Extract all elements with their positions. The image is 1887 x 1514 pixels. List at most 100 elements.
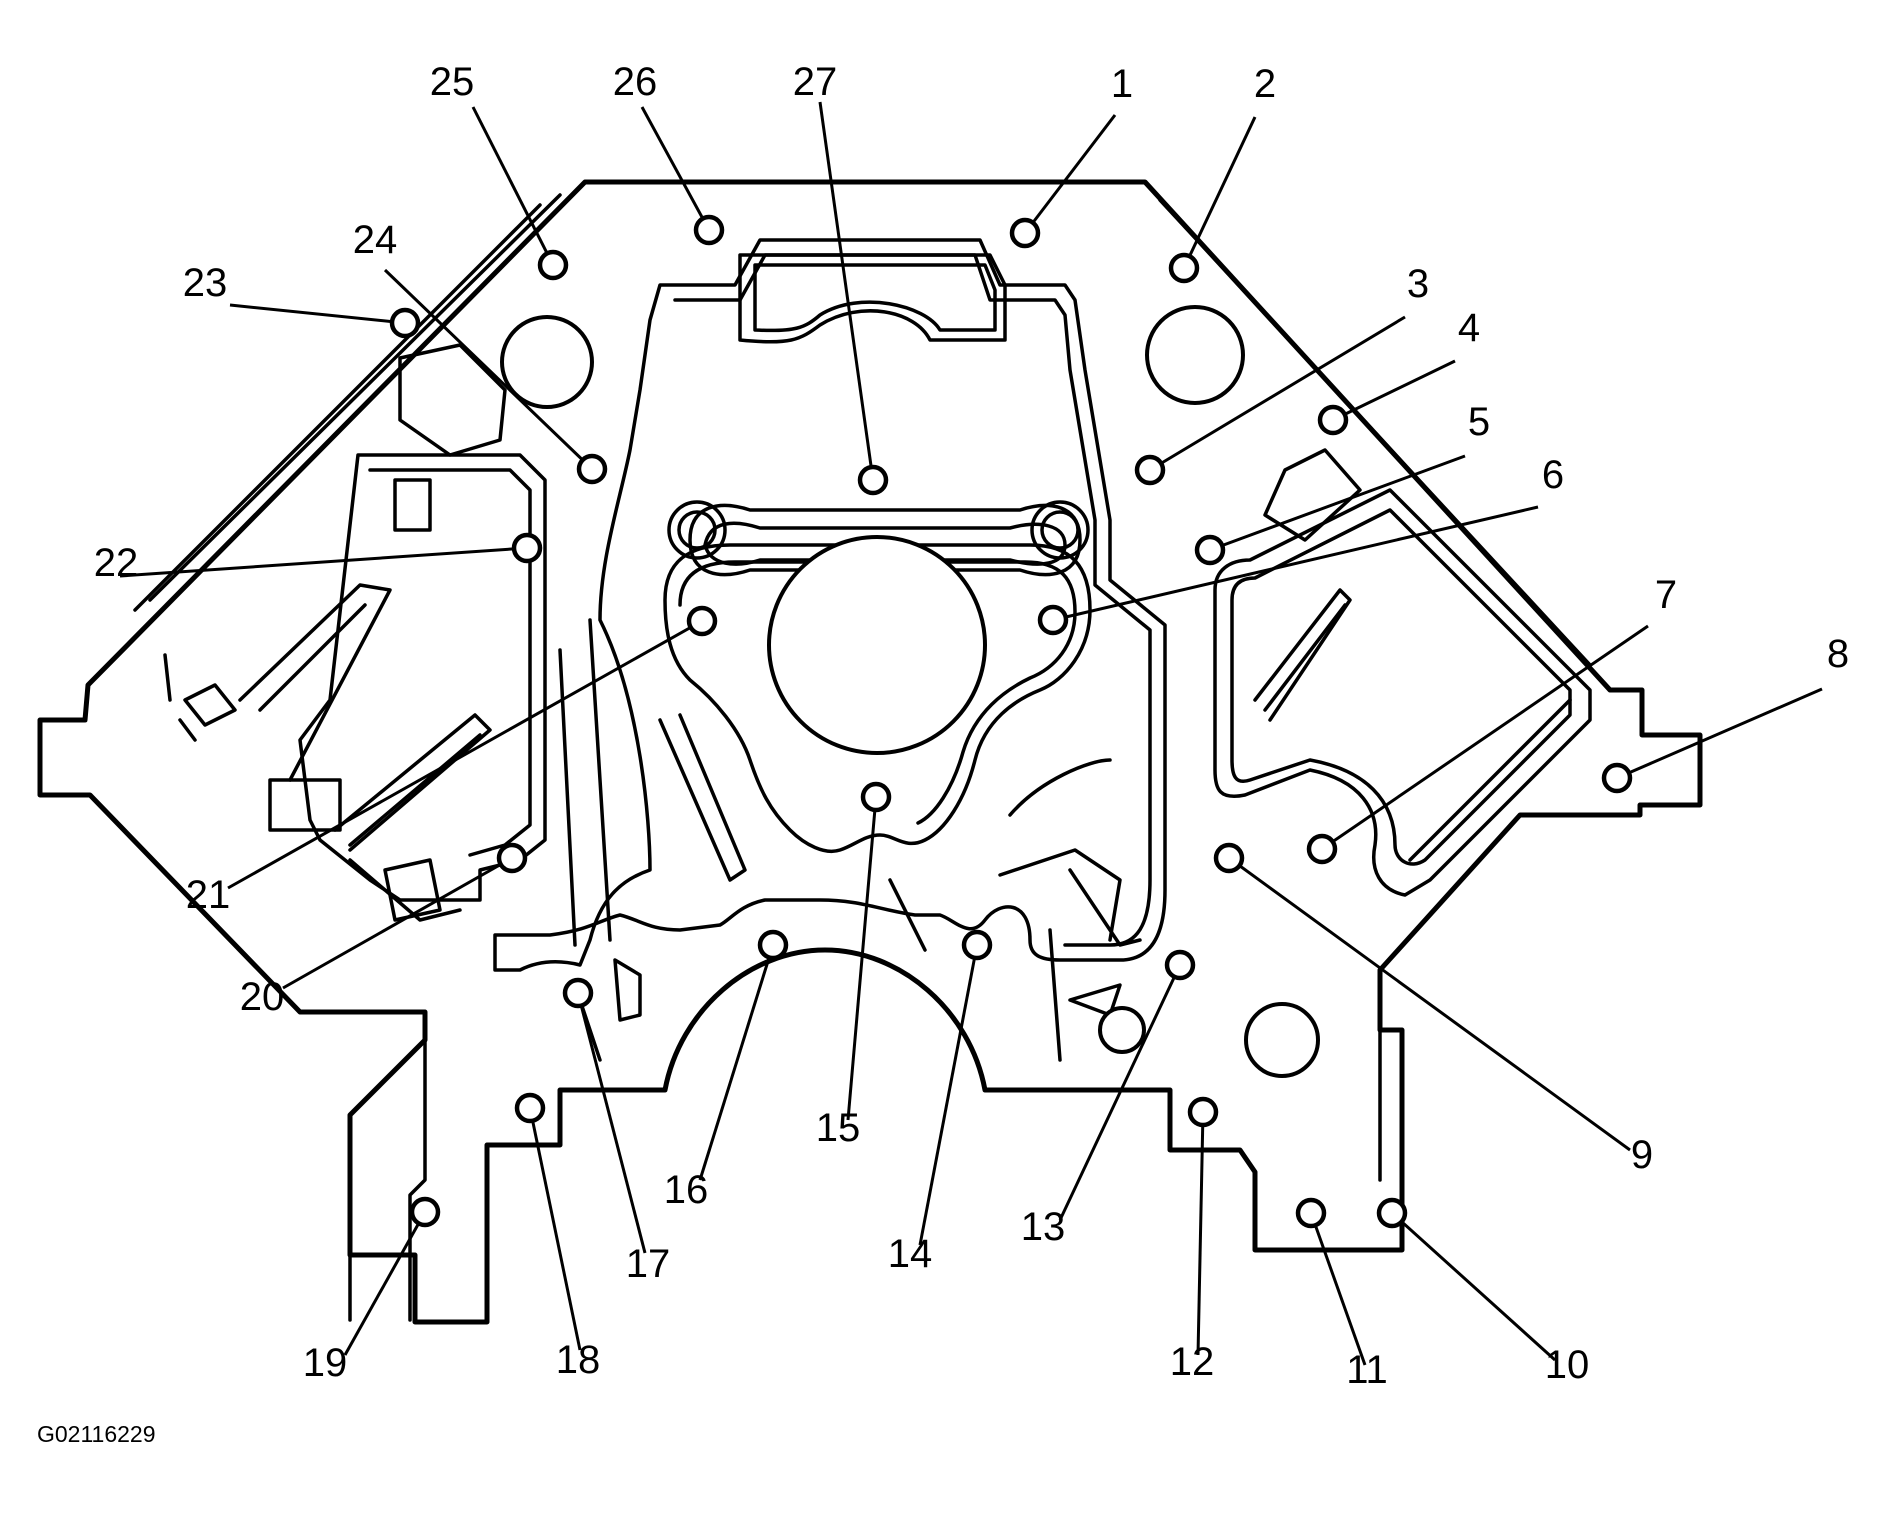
- leader-line-24: [383, 268, 594, 471]
- bolt-number-2: 2: [1254, 62, 1276, 106]
- bolt-hole-24: [576, 453, 608, 485]
- bolt-callout-17: 17: [562, 977, 671, 1286]
- bolt-number-16: 16: [664, 1168, 709, 1212]
- bolt-hole-10: [1376, 1197, 1408, 1229]
- bolt-hole-22: [511, 532, 543, 564]
- bolt-hole-27: [857, 464, 889, 496]
- bolt-hole-4: [1317, 404, 1349, 436]
- bolt-number-17: 17: [626, 1242, 671, 1286]
- bolt-callout-7: 7: [1306, 573, 1677, 865]
- left-upper-bore: [500, 315, 594, 409]
- bolt-callout-20: 20: [240, 842, 528, 1019]
- bolt-hole-11: [1295, 1197, 1327, 1229]
- leader-line-7: [1321, 624, 1649, 851]
- bolt-callout-23: 23: [183, 261, 421, 339]
- leader-line-23: [229, 303, 406, 325]
- bolt-callout-3: 3: [1134, 262, 1429, 486]
- bolt-number-23: 23: [183, 261, 228, 305]
- bolt-hole-21: [686, 605, 718, 637]
- bolt-number-10: 10: [1545, 1343, 1590, 1387]
- bolt-number-18: 18: [556, 1338, 601, 1382]
- bolt-hole-6: [1037, 604, 1069, 636]
- bolt-number-5: 5: [1468, 400, 1490, 444]
- leader-line-25: [471, 106, 555, 266]
- bolt-number-24: 24: [353, 218, 398, 262]
- leader-line-13: [1058, 964, 1182, 1221]
- bolt-number-9: 9: [1631, 1133, 1653, 1177]
- leader-line-2: [1182, 116, 1257, 269]
- bolt-callout-24: 24: [353, 218, 608, 485]
- leader-line-10: [1390, 1211, 1557, 1362]
- leader-line-3: [1149, 315, 1406, 472]
- bolt-number-25: 25: [430, 60, 475, 104]
- bolt-hole-25: [537, 249, 569, 281]
- bolt-number-1: 1: [1111, 62, 1133, 106]
- leader-line-27: [818, 101, 875, 481]
- bolt-hole-15: [860, 781, 892, 813]
- leader-line-11: [1309, 1212, 1367, 1366]
- bolt-callout-10: 10: [1376, 1197, 1590, 1387]
- bolt-number-6: 6: [1542, 453, 1564, 497]
- bolt-callout-4: 4: [1317, 306, 1480, 436]
- bolt-callout-5: 5: [1194, 400, 1490, 566]
- leader-line-9: [1228, 856, 1631, 1152]
- bolt-callout-14: 14: [888, 929, 993, 1276]
- leader-line-14: [918, 944, 979, 1246]
- leader-line-1: [1023, 114, 1117, 234]
- bolt-number-4: 4: [1458, 306, 1480, 350]
- bolt-callout-25: 25: [430, 60, 569, 281]
- right-lower-dowel: [1098, 1006, 1146, 1054]
- right-lower-bore: [1244, 1002, 1320, 1078]
- bolt-number-8: 8: [1827, 632, 1849, 676]
- bolt-callout-2: 2: [1168, 62, 1276, 284]
- bolt-callout-11: 11: [1295, 1197, 1388, 1392]
- bolt-hole-13: [1164, 949, 1196, 981]
- bolt-hole-14: [961, 929, 993, 961]
- leader-line-20: [282, 856, 513, 990]
- bolt-hole-7: [1306, 833, 1338, 865]
- bolt-hole-18: [514, 1092, 546, 1124]
- bolt-callout-8: 8: [1601, 632, 1849, 794]
- bolt-number-14: 14: [888, 1232, 933, 1276]
- bolt-callout-21: 21: [186, 605, 718, 917]
- block-bores: [500, 305, 1320, 1078]
- leader-line-6: [1052, 505, 1539, 622]
- leader-line-26: [640, 106, 711, 231]
- bolt-callout-27: 27: [793, 60, 889, 496]
- right-upper-bore: [1145, 305, 1245, 405]
- bolt-callout-22: 22: [94, 532, 543, 585]
- bolt-number-19: 19: [303, 1341, 348, 1385]
- bolt-number-13: 13: [1021, 1205, 1066, 1249]
- leader-line-22: [119, 546, 528, 578]
- bolt-callout-9: 9: [1213, 842, 1653, 1177]
- leader-line-5: [1209, 454, 1466, 552]
- bolt-hole-5: [1194, 534, 1226, 566]
- bolt-number-26: 26: [613, 60, 658, 104]
- bolt-hole-19: [409, 1196, 441, 1228]
- bolt-callout-16: 16: [664, 929, 789, 1212]
- bolt-number-12: 12: [1170, 1340, 1215, 1384]
- bolt-callout-6: 6: [1037, 453, 1564, 636]
- bolt-callout-26: 26: [613, 60, 725, 246]
- bolt-hole-23: [389, 307, 421, 339]
- bolt-number-15: 15: [816, 1106, 861, 1150]
- figure-id: G02116229: [37, 1421, 156, 1447]
- leader-line-12: [1196, 1111, 1205, 1356]
- bolt-number-3: 3: [1407, 262, 1429, 306]
- bolt-callout-12: 12: [1170, 1096, 1219, 1384]
- bolt-hole-9: [1213, 842, 1245, 874]
- bolt-number-11: 11: [1346, 1348, 1388, 1392]
- bolt-hole-12: [1187, 1096, 1219, 1128]
- bolt-hole-3: [1134, 454, 1166, 486]
- bolt-number-20: 20: [240, 975, 285, 1019]
- leader-line-16: [698, 944, 775, 1181]
- bolt-hole-17: [562, 977, 594, 1009]
- leader-line-4: [1332, 359, 1456, 422]
- bolt-number-22: 22: [94, 541, 139, 585]
- leader-line-19: [343, 1211, 427, 1356]
- leader-line-17: [576, 992, 647, 1254]
- bolt-callout-18: 18: [514, 1092, 601, 1382]
- bolt-hole-20: [496, 842, 528, 874]
